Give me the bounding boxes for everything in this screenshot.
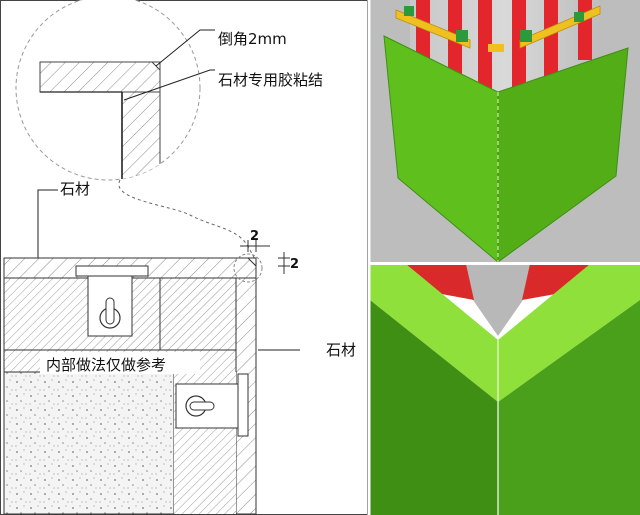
svg-text:2: 2 bbox=[250, 229, 259, 244]
right-anchor-bracket bbox=[175, 373, 249, 437]
stone-label-right: 石材 bbox=[326, 341, 356, 359]
stone-label-top: 石材 bbox=[60, 180, 90, 198]
render-bottom-closeup bbox=[370, 264, 640, 515]
light-face-right bbox=[498, 264, 640, 402]
concrete-core bbox=[3, 371, 175, 515]
red-stripe-left bbox=[406, 264, 474, 300]
render-top-corner bbox=[370, 0, 640, 264]
closeup-core bbox=[448, 264, 548, 336]
dimension-right: 2 bbox=[278, 252, 299, 274]
dark-face-left bbox=[370, 300, 498, 515]
detail-connector bbox=[118, 179, 257, 269]
magnified-detail-circle bbox=[15, 0, 215, 181]
cad-detail-drawing: 倒角2mm 石材专用胶粘结 石材 bbox=[0, 0, 368, 515]
wall-section bbox=[3, 253, 263, 515]
dimension-top: 2 bbox=[240, 229, 270, 252]
svg-text:2: 2 bbox=[290, 257, 299, 272]
red-stripe-right bbox=[522, 264, 590, 300]
yellow-clips bbox=[395, 5, 601, 52]
top-anchor-bracket bbox=[75, 265, 149, 337]
interior-note-label: 内部做法仅做参考 bbox=[46, 356, 166, 374]
stone-top-leader bbox=[37, 189, 58, 268]
chamfer-callout-label: 倒角2mm bbox=[218, 30, 287, 48]
glue-callout-label: 石材专用胶粘结 bbox=[218, 71, 323, 89]
dark-face-right bbox=[498, 300, 640, 515]
light-face-left bbox=[370, 264, 498, 402]
